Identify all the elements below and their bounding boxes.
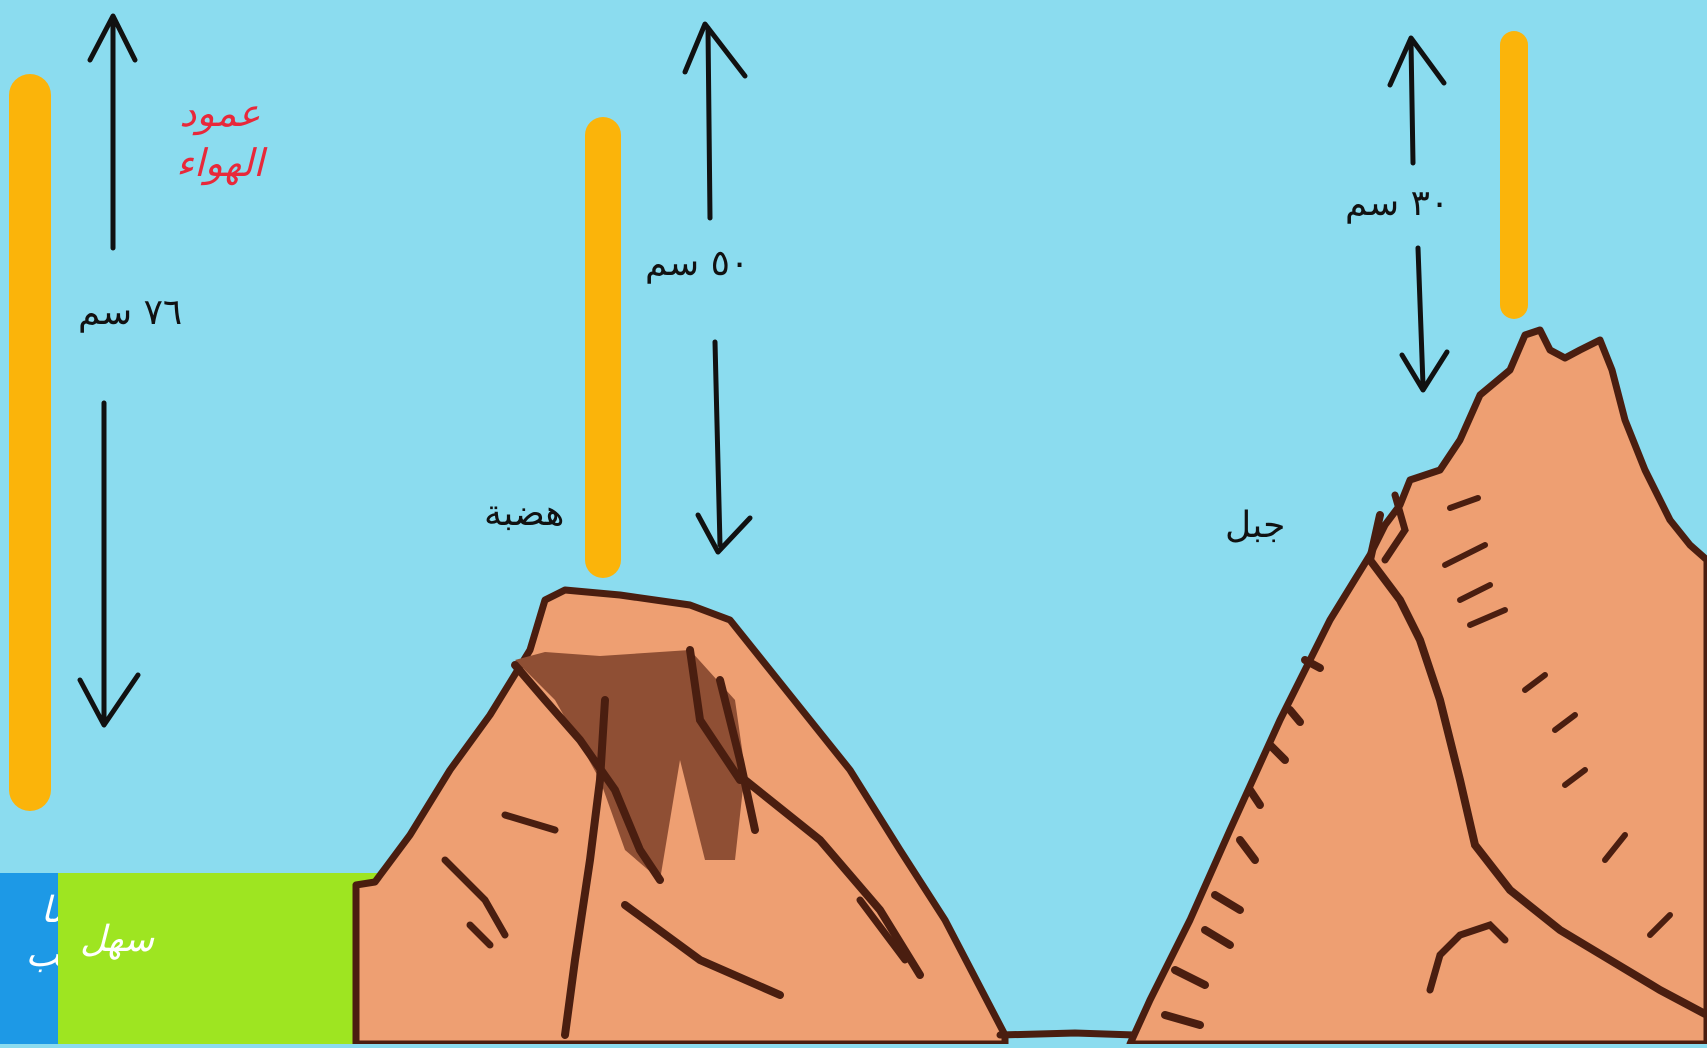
mountain	[1130, 330, 1707, 1044]
air-column-label-line1: عمود	[150, 88, 290, 138]
double-arrow-icon	[80, 16, 138, 725]
valley-floor	[1000, 1033, 1135, 1035]
air-column-label: عمود الهواء	[150, 88, 290, 188]
sea-level-reading: ٧٦ سم	[78, 292, 182, 333]
plateau-label: هضبة	[484, 493, 564, 534]
sea-label-line2: الب	[26, 932, 58, 978]
plateau-hill	[356, 590, 1005, 1044]
sea-label: سا الب	[0, 888, 58, 978]
double-arrow-icon	[685, 24, 750, 552]
air-column-label-line2: الهواء	[150, 138, 290, 188]
mountain-label: جبل	[1225, 505, 1285, 546]
mountain-reading: ٣٠ سم	[1345, 183, 1449, 224]
sea-label-line1: سا	[41, 888, 58, 934]
plain-label: سهل	[80, 917, 154, 963]
plateau-reading: ٥٠ سم	[645, 243, 749, 284]
